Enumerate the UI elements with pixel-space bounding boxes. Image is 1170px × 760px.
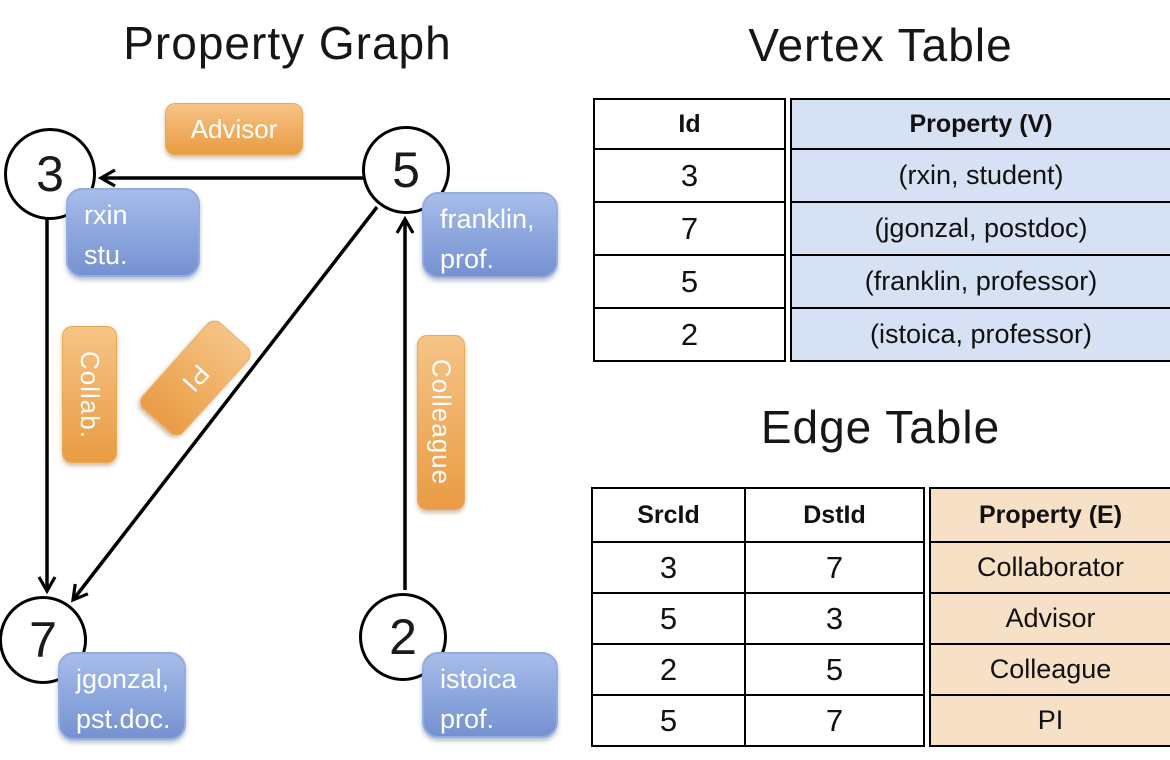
edge-property-cell: Collaborator — [931, 541, 1170, 592]
edge-label-text: Collab. — [75, 350, 105, 439]
property-line: istoica — [440, 664, 517, 694]
property-box-istoica: istoica prof. — [422, 652, 558, 738]
vertex-property-cell: (jgonzal, postdoc) — [792, 201, 1170, 254]
edge-line-pi-5-to-7 — [71, 205, 379, 603]
edge-property-cell: Colleague — [931, 643, 1170, 694]
edge-dst-header-cell: DstId — [744, 489, 923, 541]
property-line: prof. — [440, 244, 495, 274]
vertex-property-header-cell: Property (V) — [792, 100, 1170, 148]
vertex-property-cell: (rxin, student) — [792, 148, 1170, 201]
node-circle-5: 5 — [362, 126, 450, 214]
edge-src-cell: 5 — [659, 600, 678, 636]
edge-src-cell: 3 — [659, 549, 678, 585]
vertex-id-cell: 2 — [595, 307, 784, 360]
edge-dst-cell: 5 — [744, 645, 923, 694]
vertex-table-property-column: Property (V) (rxin, student) (jgonzal, p… — [790, 98, 1170, 362]
edge-table-id-columns: SrcId DstId 3 7 5 3 2 5 5 7 — [591, 487, 925, 747]
edge-label-advisor: Advisor — [165, 103, 303, 155]
edge-dst-cell: 3 — [744, 594, 923, 643]
edge-property-header-cell: Property (E) — [931, 489, 1170, 541]
edge-dst-cell: 7 — [744, 543, 923, 592]
node-circle-2: 2 — [359, 593, 447, 681]
vertex-id-cell: 7 — [595, 201, 784, 254]
property-line: rxin — [84, 200, 128, 230]
edge-property-cell: PI — [931, 694, 1170, 745]
edge-src-cell: 2 — [659, 651, 678, 687]
edge-table-property-column: Property (E) Collaborator Advisor Collea… — [929, 487, 1170, 747]
edge-label-colleague: Colleague — [417, 335, 465, 510]
property-line: pst.doc. — [76, 704, 171, 734]
edge-property-cell: Advisor — [931, 592, 1170, 643]
vertex-id-cell: 3 — [595, 148, 784, 201]
property-line: stu. — [84, 240, 128, 270]
edge-dst-cell: 7 — [744, 696, 923, 745]
edge-src-header-cell: SrcId — [637, 500, 700, 529]
node-id-label: 3 — [36, 146, 64, 202]
node-id-label: 7 — [29, 612, 57, 668]
vertex-id-cell: 5 — [595, 254, 784, 307]
edge-src-cell: 5 — [659, 702, 678, 738]
edge-table-title: Edge Table — [760, 401, 1001, 453]
property-line: franklin, — [440, 204, 535, 234]
vertex-id-header-cell: Id — [678, 109, 701, 138]
edge-label-collab: Collab. — [62, 326, 117, 463]
vertex-table-title: Vertex Table — [748, 19, 1013, 71]
vertex-property-cell: (istoica, professor) — [792, 307, 1170, 360]
property-box-franklin: franklin, prof. — [422, 192, 558, 278]
edge-label-text: Colleague — [426, 359, 457, 486]
node-id-label: 5 — [392, 142, 420, 198]
edge-label-text: PI — [175, 358, 216, 399]
property-line: jgonzal, — [76, 664, 170, 694]
property-graph-title: Property Graph — [123, 17, 452, 69]
property-box-rxin: rxin stu. — [66, 188, 200, 277]
vertex-table-id-column: Id 3 7 5 2 — [593, 98, 786, 362]
edge-label-text: Advisor — [190, 113, 278, 144]
property-line: prof. — [440, 704, 495, 734]
node-id-label: 2 — [389, 609, 417, 665]
vertex-property-cell: (franklin, professor) — [792, 254, 1170, 307]
property-box-jgonzal: jgonzal, pst.doc. — [58, 652, 186, 740]
graph-edges-layer — [37, 168, 415, 603]
